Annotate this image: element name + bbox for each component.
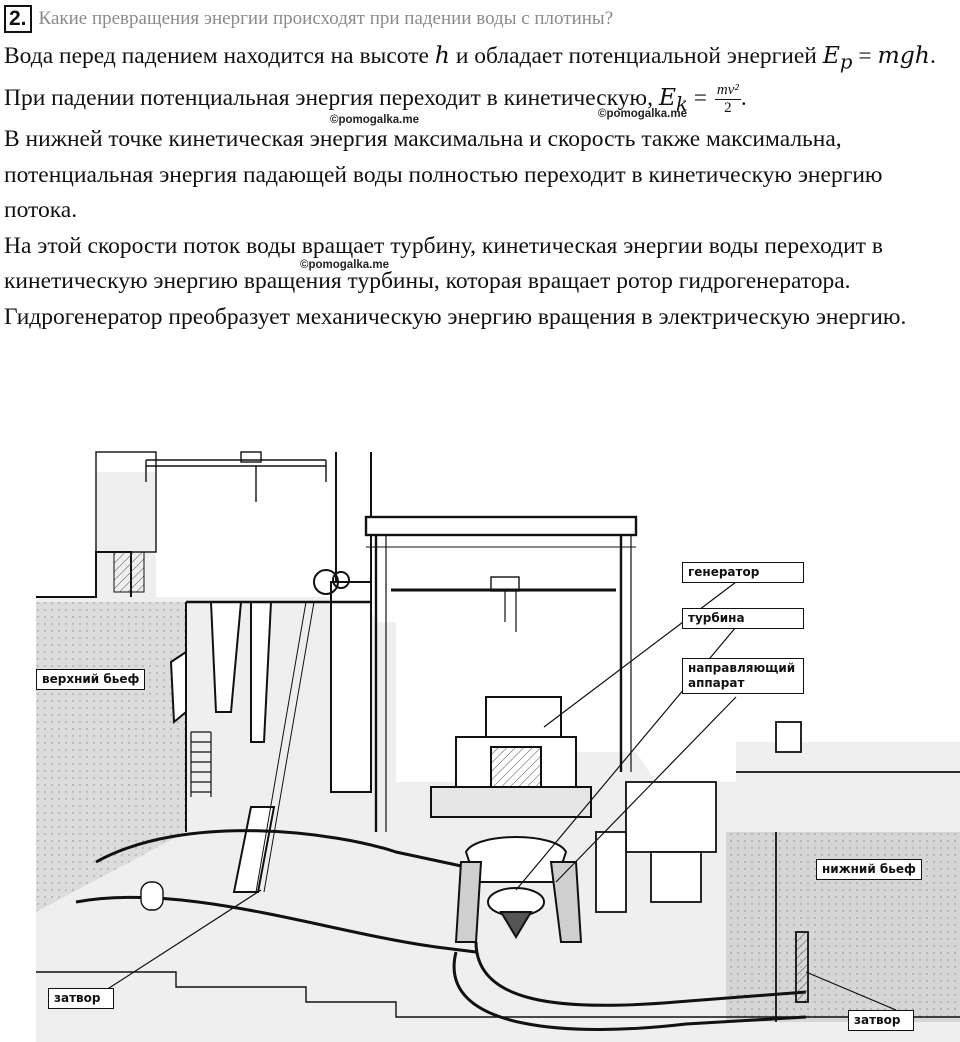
watermark: ©pomogalka.me (330, 114, 419, 126)
label-gate-left: затвор (48, 988, 114, 1009)
formula-equals: = (852, 43, 878, 69)
formula-ep: Ep (822, 41, 853, 74)
label-generator: генератор (682, 562, 804, 583)
penstock-lower (75, 895, 477, 954)
symbol-sub-k: k (676, 92, 688, 116)
text-segment: и обладает потенциальной энергией (449, 43, 823, 69)
answer-text: Вода перед падением находится на высоте … (4, 38, 954, 335)
ladder (190, 731, 212, 797)
symbol-e: E (822, 41, 840, 69)
penstock-upper (95, 829, 467, 869)
question-number: 2. (4, 5, 32, 33)
label-upper-pool: верхний бьеф (36, 669, 146, 690)
symbol-sub-p: p (839, 50, 853, 74)
question-text: Какие превращения энергии происходят при… (38, 8, 614, 29)
hydro-plant-drawing (36, 451, 960, 1042)
hydro-plant-diagram: генератор турбина направляющий аппарат в… (36, 412, 960, 1042)
punctuation: . (929, 43, 936, 69)
label-lower-pool: нижний бьеф (816, 859, 922, 880)
punctuation: . (740, 85, 747, 112)
turbine (454, 836, 583, 943)
draft-tube (474, 941, 807, 1007)
answer-paragraph-2: При падении потенциальная энергия перехо… (4, 80, 954, 122)
watermark: ©pomogalka.me (300, 259, 389, 271)
left-gantry-crane (145, 451, 327, 502)
label-guide-apparatus: направляющий аппарат (682, 658, 804, 694)
formula-mgh: mgh (877, 41, 930, 69)
label-gate-right: затвор (848, 1010, 914, 1031)
question-header: 2. Какие превращения энергии происходят … (4, 4, 613, 34)
text-segment: При падении потенциальная энергия перехо… (4, 85, 659, 112)
answer-paragraph-3: В нижней точке кинетическая энергия макс… (4, 126, 883, 224)
label-guide-line-2: аппарат (688, 676, 745, 690)
formula-ek: Ek (658, 83, 688, 116)
answer-paragraph-1: Вода перед падением находится на высоте … (4, 38, 954, 80)
formula-equals: = (687, 85, 713, 112)
label-turbine: турбина (682, 608, 804, 629)
callout-lines (105, 581, 897, 1011)
label-guide-line-1: направляющий (688, 661, 796, 675)
text-segment: Вода перед падением находится на высоте (4, 43, 435, 69)
downstream-structure (595, 721, 960, 1022)
generator (430, 696, 592, 818)
fraction-denominator: 2 (724, 100, 732, 117)
intake-structure (169, 452, 372, 832)
symbol-e: E (658, 83, 676, 112)
fraction-numerator: mv² (714, 82, 741, 101)
foundation (36, 971, 960, 1018)
machine-hall (364, 515, 638, 832)
watermark: ©pomogalka.me (598, 108, 687, 120)
answer-paragraph-4: На этой скорости поток воды вращает турб… (4, 232, 883, 295)
answer-paragraph-5: Гидрогенератор преобразует механическую … (4, 303, 907, 330)
formula-h: h (434, 41, 450, 69)
